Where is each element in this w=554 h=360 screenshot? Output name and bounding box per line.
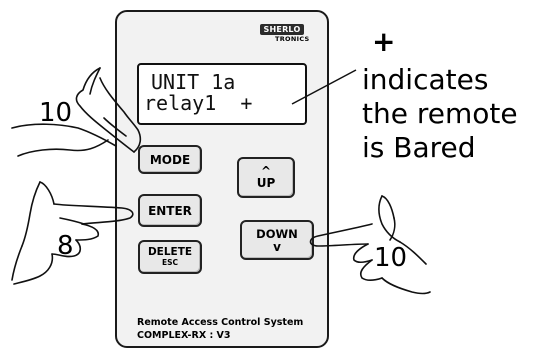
- down-arrow-icon: v: [273, 239, 281, 254]
- annotation-text: indicates the remote is Bared: [362, 63, 518, 165]
- up-button-label: UP: [256, 176, 276, 190]
- brand-name: SHERLO: [260, 24, 304, 35]
- brand-logo: SHERLO TRONICS: [257, 24, 315, 44]
- footer-line-2: COMPLEX-RX : V3: [137, 330, 231, 341]
- lcd-display: UNIT 1a relay1 +: [137, 63, 307, 125]
- device-footer: Remote Access Control System COMPLEX-RX …: [137, 316, 303, 342]
- pointing-hand-enter-icon: [11, 181, 134, 285]
- up-button[interactable]: ^ UP: [237, 157, 295, 198]
- annotation-line-3: is Bared: [362, 131, 476, 164]
- down-button-label: DOWN: [256, 226, 298, 241]
- annotation-line-2: the remote: [362, 97, 518, 130]
- lcd-line-1: UNIT 1a: [151, 70, 236, 94]
- mode-press-count: 10: [39, 98, 73, 128]
- annotation-plus: +: [372, 25, 396, 58]
- down-press-count: 10: [374, 243, 408, 273]
- delete-button-label: DELETE: [147, 246, 193, 258]
- enter-press-count: 8: [57, 231, 74, 261]
- down-button[interactable]: DOWN v: [240, 220, 314, 260]
- mode-button[interactable]: MODE: [138, 145, 202, 174]
- annotation-line-1: indicates: [362, 63, 489, 96]
- delete-esc-button[interactable]: DELETE ESC: [138, 240, 202, 274]
- annotation-pointer-line: [291, 69, 357, 105]
- esc-button-label: ESC: [161, 258, 179, 267]
- brand-subname: TRONICS: [275, 35, 310, 43]
- lcd-line-2: relay1 +: [144, 91, 253, 115]
- mode-button-label: MODE: [149, 152, 191, 167]
- enter-button-label: ENTER: [148, 203, 192, 218]
- up-arrow-icon: ^: [260, 164, 272, 178]
- pointing-hand-mode-icon: [11, 67, 142, 157]
- enter-button[interactable]: ENTER: [138, 194, 202, 227]
- footer-line-1: Remote Access Control System: [137, 317, 304, 328]
- pointing-hand-down-icon: [309, 195, 431, 295]
